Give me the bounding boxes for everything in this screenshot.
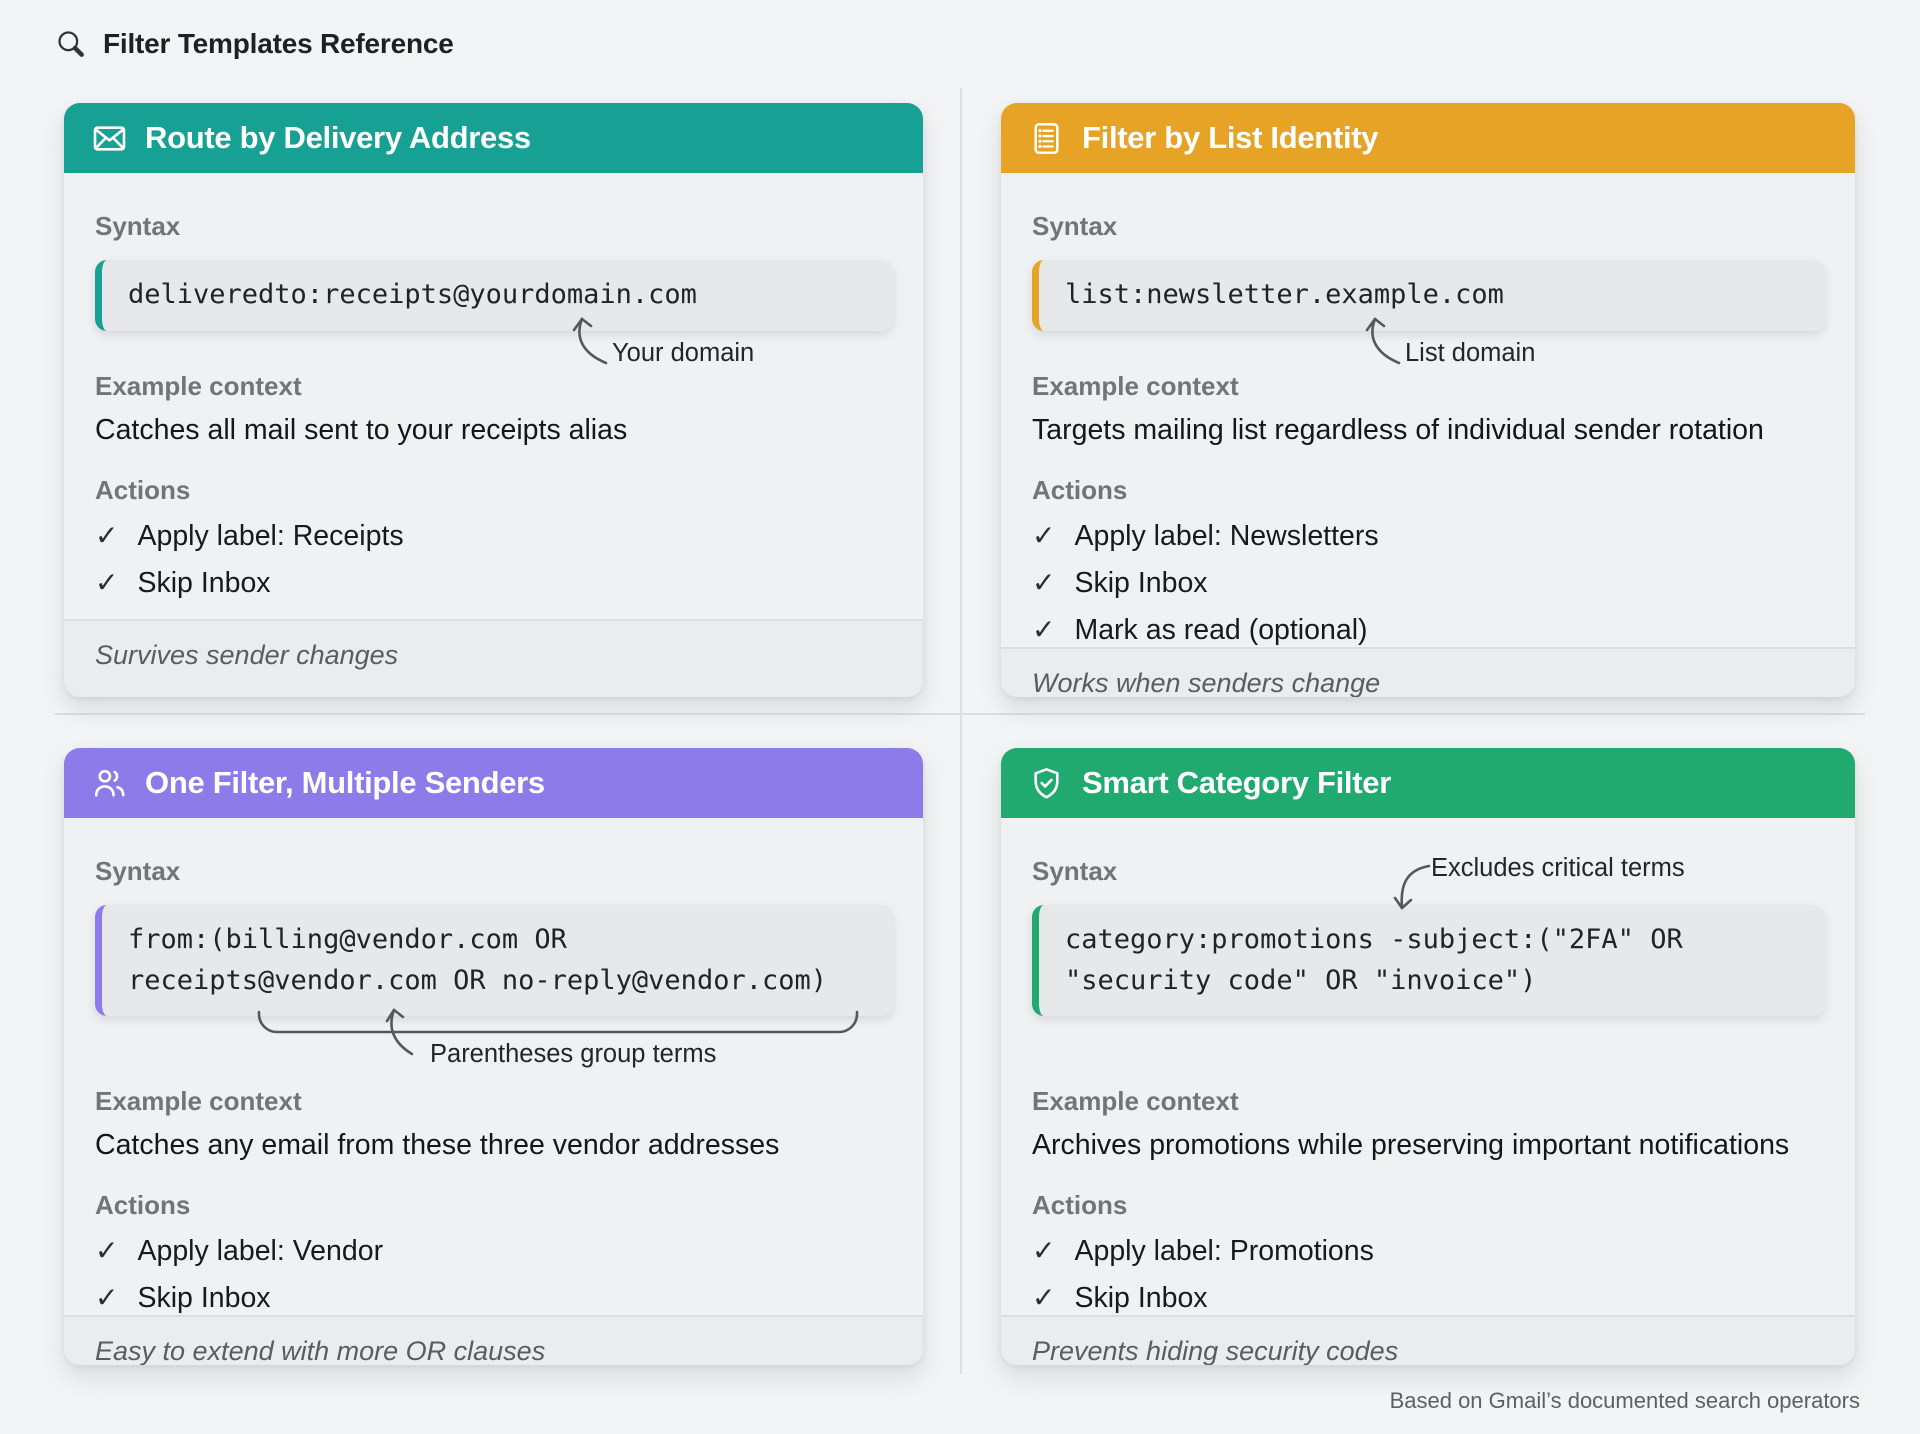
- envelope-icon: [93, 125, 126, 151]
- syntax-label: Syntax: [1032, 211, 1118, 241]
- check-icon: ✓: [1032, 1235, 1056, 1266]
- check-icon: ✓: [95, 519, 119, 551]
- syntax-label: Syntax: [1032, 856, 1118, 886]
- example-context-text: Catches all mail sent to your receipts a…: [95, 413, 628, 446]
- actions-label: Actions: [95, 474, 191, 505]
- card-grid: Route by Delivery Address Syntax deliver…: [64, 103, 1855, 1365]
- card-body: Syntax from:(billing@vendor.com OR recei…: [64, 818, 923, 1315]
- card-footer-note: Prevents hiding security codes: [1001, 1315, 1855, 1365]
- example-context-text: Catches any email from these three vendo…: [95, 1129, 780, 1161]
- card-body: Syntax deliveredto:receipts@yourdomain.c…: [64, 173, 923, 619]
- card-smart-category-filter: Smart Category Filter Syntax category:pr…: [1001, 748, 1855, 1365]
- card-header: Route by Delivery Address: [64, 103, 923, 173]
- users-icon: [94, 769, 125, 797]
- action-text: Apply label: Promotions: [1074, 1235, 1374, 1267]
- action-item: ✓ Skip Inbox: [95, 1281, 893, 1315]
- code-line: from:(billing@vendor.com OR: [128, 924, 567, 955]
- shield-check-icon: [1034, 767, 1059, 799]
- action-text: Skip Inbox: [1074, 1282, 1208, 1314]
- action-item: ✓ Skip Inbox: [1032, 566, 1825, 600]
- card-footer-note: Easy to extend with more OR clauses: [64, 1315, 923, 1365]
- check-icon: ✓: [1032, 613, 1056, 645]
- example-context-text: Targets mailing list regardless of indiv…: [1032, 413, 1764, 446]
- action-item: ✓ Apply label: Promotions: [1032, 1234, 1825, 1268]
- action-text: Apply label: Newsletters: [1074, 519, 1379, 552]
- card-body: Syntax list:newsletter.example.com Examp…: [1001, 173, 1855, 647]
- vertical-divider: [960, 88, 962, 1374]
- page-title: Filter Templates Reference: [55, 28, 454, 60]
- check-icon: ✓: [1032, 566, 1056, 598]
- action-text: Apply label: Receipts: [137, 519, 404, 552]
- example-context-label: Example context: [95, 370, 302, 401]
- action-text: Skip Inbox: [137, 1282, 271, 1314]
- list-icon: [1034, 122, 1059, 154]
- actions-label: Actions: [95, 1190, 191, 1220]
- example-context-label: Example context: [1032, 370, 1239, 401]
- card-header: Filter by List Identity: [1001, 103, 1855, 173]
- action-text: Apply label: Vendor: [137, 1235, 384, 1267]
- annotation-arrow-up: [385, 1008, 414, 1056]
- annotation-label: Parentheses group terms: [430, 1040, 717, 1068]
- horizontal-divider: [55, 713, 1865, 715]
- check-icon: ✓: [95, 1282, 119, 1313]
- card-footer-note: Works when senders change: [1001, 646, 1855, 697]
- syntax-label: Syntax: [95, 856, 181, 886]
- card-route-by-delivery-address: Route by Delivery Address Syntax deliver…: [64, 103, 923, 697]
- code-line: "security code" OR "invoice"): [1065, 964, 1537, 996]
- actions-label: Actions: [1032, 474, 1128, 505]
- action-item: ✓ Skip Inbox: [95, 566, 893, 600]
- syntax-code-block: deliveredto:receipts@yourdomain.com: [95, 260, 893, 331]
- magnifier-icon: [58, 31, 84, 57]
- annotation-arrow-up: [572, 317, 608, 365]
- code-line: deliveredto:receipts@yourdomain.com: [128, 279, 697, 310]
- annotation-arrow-up: [1365, 317, 1401, 365]
- check-icon: ✓: [1032, 1282, 1056, 1313]
- code-line: category:promotions -subject:("2FA" OR: [1065, 924, 1683, 955]
- syntax-code-block: category:promotions -subject:("2FA" OR "…: [1032, 905, 1825, 1016]
- syntax-label: Syntax: [95, 211, 181, 241]
- code-line: receipts@vendor.com OR no-reply@vendor.c…: [128, 964, 827, 996]
- card-filter-by-list-identity: Filter by List Identity Syntax list:news…: [1001, 103, 1855, 697]
- card-title: One Filter, Multiple Senders: [145, 765, 545, 800]
- card-one-filter-multiple-senders: One Filter, Multiple Senders Syntax from…: [64, 748, 923, 1365]
- card-header: One Filter, Multiple Senders: [64, 748, 923, 818]
- card-title: Route by Delivery Address: [145, 120, 531, 155]
- syntax-code-block: from:(billing@vendor.com OR receipts@ven…: [95, 905, 893, 1016]
- action-text: Skip Inbox: [137, 566, 271, 599]
- card-header: Smart Category Filter: [1001, 748, 1855, 818]
- check-icon: ✓: [1032, 519, 1056, 551]
- example-context-text: Archives promotions while preserving imp…: [1032, 1129, 1790, 1161]
- action-item: ✓ Apply label: Newsletters: [1032, 519, 1825, 553]
- annotation-label: List domain: [1405, 339, 1536, 367]
- annotation-arrow-down: [1393, 864, 1431, 910]
- action-item: ✓ Apply label: Receipts: [95, 519, 893, 553]
- action-item: ✓ Skip Inbox: [1032, 1281, 1825, 1315]
- example-context-label: Example context: [1032, 1086, 1239, 1116]
- check-icon: ✓: [95, 1235, 119, 1266]
- check-icon: ✓: [95, 566, 119, 598]
- annotation-label: Your domain: [612, 339, 755, 367]
- syntax-code-block: list:newsletter.example.com: [1032, 260, 1825, 331]
- annotation-underbrace: [257, 1010, 859, 1034]
- card-body: Syntax category:promotions -subject:("2F…: [1001, 818, 1855, 1315]
- card-title: Smart Category Filter: [1082, 765, 1391, 800]
- action-text: Skip Inbox: [1074, 566, 1208, 599]
- page-title-text: Filter Templates Reference: [103, 28, 454, 59]
- annotation-label: Excludes critical terms: [1431, 854, 1685, 882]
- source-footnote: Based on Gmail’s documented search opera…: [1389, 1388, 1860, 1413]
- action-item: ✓ Apply label: Vendor: [95, 1234, 893, 1268]
- card-title: Filter by List Identity: [1082, 120, 1379, 155]
- action-item: ✓ Mark as read (optional): [1032, 613, 1825, 647]
- code-line: list:newsletter.example.com: [1065, 279, 1504, 310]
- example-context-label: Example context: [95, 1086, 302, 1116]
- card-footer-note: Survives sender changes: [64, 619, 923, 697]
- actions-label: Actions: [1032, 1190, 1128, 1220]
- action-text: Mark as read (optional): [1074, 613, 1368, 646]
